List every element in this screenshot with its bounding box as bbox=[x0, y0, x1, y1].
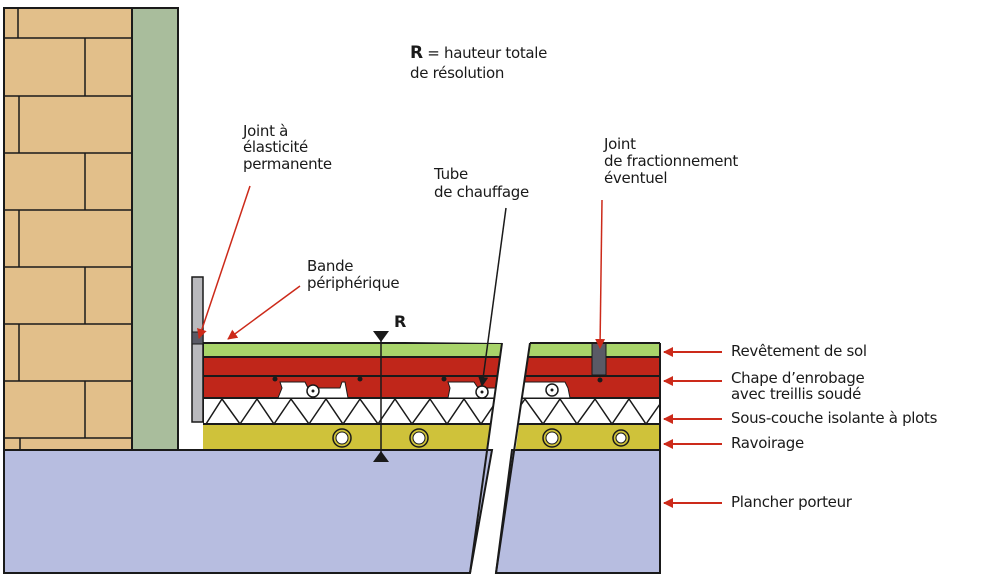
layers-left bbox=[203, 342, 502, 451]
callout-tube-chauffage-2: de chauffage bbox=[434, 183, 529, 201]
leader-tube-chauffage bbox=[478, 207, 507, 387]
layers-right bbox=[498, 343, 660, 451]
layer-label-chape: Chape d’enrobage bbox=[731, 369, 865, 387]
callout-joint-fractionnement-3: éventuel bbox=[604, 169, 668, 187]
r-definition-line1: R = hauteur totale bbox=[410, 43, 548, 63]
plancher-porteur-left bbox=[3, 449, 494, 574]
leader-joint-fractionnement bbox=[595, 199, 606, 349]
leader-joint-elasticite bbox=[197, 185, 251, 339]
ravoirage-layer bbox=[203, 423, 502, 451]
edge-strip bbox=[191, 276, 204, 423]
layer-label-revetement: Revêtement de sol bbox=[731, 342, 867, 360]
r-marker-label: R bbox=[394, 312, 407, 331]
wall-plaster bbox=[131, 7, 179, 451]
layer-label-sous-couche: Sous-couche isolante à plots bbox=[731, 409, 938, 427]
callout-joint-fractionnement-2: de fractionnement bbox=[604, 152, 739, 170]
layer-label-plancher: Plancher porteur bbox=[731, 493, 852, 511]
callout-bande-peripherique-1: Bande bbox=[307, 257, 354, 275]
r-symbol: R bbox=[410, 43, 423, 63]
leader-bande-peripherique bbox=[227, 285, 301, 340]
fractionnement-joint bbox=[591, 343, 607, 376]
callout-bande-peripherique-2: périphérique bbox=[307, 274, 400, 292]
callout-tube-chauffage-1: Tube bbox=[434, 165, 468, 183]
floor-covering-layer bbox=[203, 342, 502, 358]
callout-joint-fractionnement-1: Joint bbox=[604, 135, 636, 153]
ravoirage-pipes bbox=[332, 428, 429, 448]
callout-joint-elasticite-3: permanente bbox=[243, 155, 332, 173]
brick-wall bbox=[3, 7, 133, 451]
plancher-porteur-right bbox=[494, 449, 661, 574]
layer-label-ravoirage: Ravoirage bbox=[731, 434, 804, 452]
callout-joint-elasticite-2: élasticité bbox=[243, 138, 308, 156]
elastic-joint bbox=[191, 331, 204, 345]
callout-joint-elasticite-1: Joint à bbox=[243, 122, 289, 140]
r-definition-line2: de résolution bbox=[410, 64, 505, 82]
layer-label-chape-2: avec treillis soudé bbox=[731, 385, 862, 403]
r-dimension bbox=[373, 331, 389, 462]
